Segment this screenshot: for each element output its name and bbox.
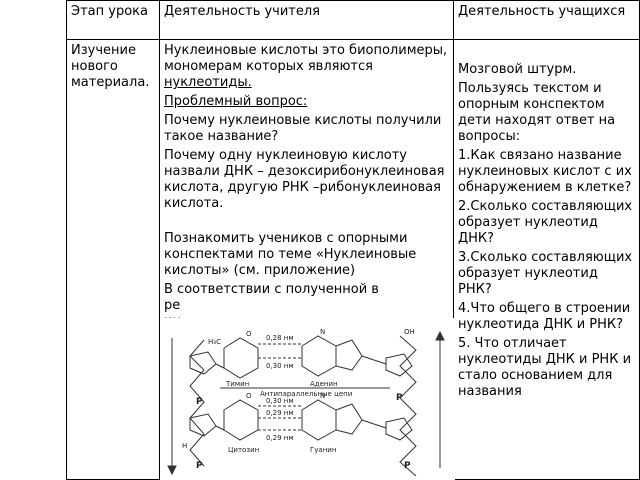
teacher-question-1: Почему нуклеиновые кислоты получили тако… (164, 113, 442, 144)
base-label-thymine: Тимин (225, 380, 249, 388)
stage-text: Изучение нового материала. (71, 43, 150, 90)
phosphate-label-right-2: P (404, 461, 411, 471)
base-label-adenine: Аденин (310, 380, 338, 388)
distance-label-3: 0,30 нм (266, 397, 294, 405)
students-question-5: 5. Что отличает нуклеотиды ДНК и РНК и с… (458, 336, 632, 399)
nitrogen-label-2: N (320, 392, 325, 400)
header-stage-text: Этап урока (71, 4, 148, 19)
students-brainstorm: Мозговой штурм. (458, 62, 577, 77)
base-label-guanine: Гуанин (310, 446, 336, 454)
teacher-intro: Познакомить учеников с опорными конспект… (164, 231, 417, 278)
students-question-4: 4.Что общего в строении нуклеотида ДНК и… (458, 301, 631, 332)
teacher-fragment-1: ре (164, 298, 181, 313)
header-students: Деятельность учащихся (453, 0, 640, 40)
header-teacher: Деятельность учителя (159, 0, 454, 40)
distance-label-4: 0,29 нм (266, 409, 294, 417)
distance-label-5: 0,29 нм (266, 434, 294, 442)
teacher-question-2: Почему одну нуклеиновую кислоту назвали … (164, 148, 445, 211)
oxygen-label-1: O (246, 330, 252, 338)
teacher-last-paragraph: В соответствии с полученной в (164, 282, 379, 297)
students-cell: Мозговой штурм. Пользуясь текстом и опор… (453, 39, 640, 480)
students-question-1: 1.Как связано название нуклеиновых кисло… (458, 148, 632, 195)
teacher-definition: Нуклеиновые кислоты это биополимеры, мон… (164, 43, 449, 91)
hydrogen-label: H (182, 442, 187, 450)
phosphate-label-right-1: P (396, 393, 403, 403)
stage-cell: Изучение нового материала. (66, 39, 160, 480)
spacer (164, 215, 449, 231)
hydroxyl-label: OH (404, 328, 415, 336)
students-question-2: 2.Сколько составляющих образует нуклеоти… (458, 199, 633, 246)
distance-label-1: 0,28 нм (266, 334, 294, 342)
oxygen-label-2: O (246, 392, 252, 400)
teacher-definition-text: Нуклеиновые кислоты это биополимеры, мон… (164, 43, 448, 74)
problem-question-label: Проблемный вопрос: (164, 94, 308, 109)
students-task: Пользуясь текстом и опорным конспектом д… (458, 81, 616, 144)
distance-label-2: 0,30 нм (266, 362, 294, 370)
students-question-3: 3.Сколько составляющих образует нуклеоти… (458, 250, 633, 297)
header-stage: Этап урока (66, 0, 160, 40)
header-row: Этап урока Деятельность учителя Деятельн… (66, 0, 640, 40)
phosphate-label-left-1: P (196, 397, 203, 407)
header-teacher-text: Деятельность учителя (164, 4, 321, 19)
nucleotide-pairing-diagram: 0,28 нм 0,30 нм 0,30 нм 0,29 нм 0,29 нм … (160, 318, 455, 480)
header-students-text: Деятельность учащихся (458, 4, 626, 19)
antiparallel-chains-label: Антипараллельные цепи (260, 390, 352, 398)
methyl-label: H₃C (208, 338, 221, 346)
base-label-cytosine: Цитозин (228, 446, 259, 454)
nitrogen-label-1: N (320, 328, 325, 336)
phosphate-label-left-2: P (196, 461, 203, 471)
teacher-definition-underlined: нуклеотиды. (164, 75, 252, 90)
